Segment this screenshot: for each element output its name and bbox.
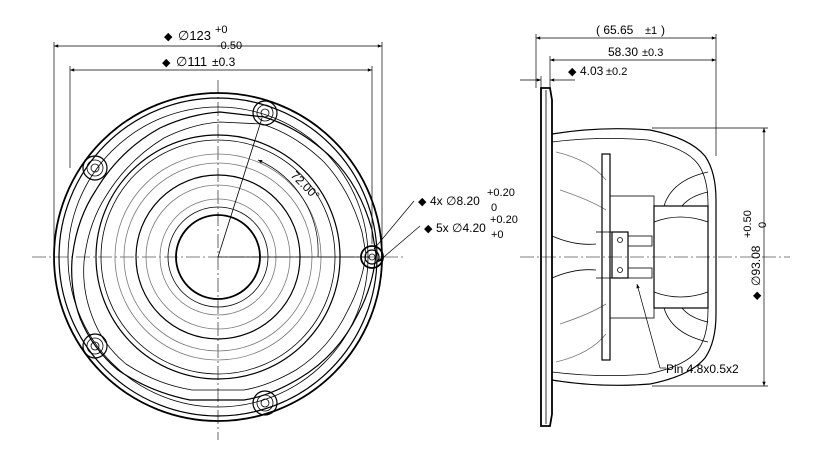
mount-holes-label: 4x ∅8.20 — [430, 194, 480, 208]
outer-diameter-symbol: ◆ — [164, 31, 173, 43]
overall-depth-tol: ±1 — [645, 25, 657, 37]
mount-hole-bottom-left — [82, 333, 108, 359]
small-holes-tol-lower: +0 — [491, 229, 504, 241]
mount-holes-tol-upper: +0.20 — [487, 187, 515, 199]
magnet-diameter-tol-lower: 0 — [757, 222, 769, 228]
mount-hole-top — [252, 100, 278, 126]
small-holes-label: 5x ∅4.20 — [436, 221, 486, 235]
hole-circle-symbol: ◆ — [162, 57, 171, 69]
small-holes-tol-upper: +0.20 — [490, 214, 518, 226]
hole-circle-tol: ±0.3 — [212, 55, 236, 69]
overall-depth-close: ) — [661, 23, 665, 37]
overall-depth-label: ( 65.65 — [596, 23, 634, 37]
outer-diameter-tol-lower: -0.50 — [217, 40, 242, 52]
flange-thickness-tol: ±0.2 — [606, 66, 627, 78]
magnet-diameter-tol-upper: +0.50 — [742, 210, 754, 238]
flange-thickness-symbol: ◆ — [568, 66, 577, 78]
outer-diameter-label: ∅123 — [178, 28, 211, 43]
magnet-diameter-symbol: ◆ — [751, 291, 763, 300]
side-view: ( 65.65 ±1 ) 58.30 ±0.3 ◆ 4.03 ±0.2 ◆ ∅9… — [520, 23, 790, 427]
front-view: 72.00° ◆ ∅123 +0 -0.50 ◆ ∅111 ±0.3 ◆ 4x … — [32, 24, 518, 440]
mount-holes-symbol: ◆ — [418, 196, 427, 208]
mount-hole-left — [82, 155, 108, 181]
outer-diameter-tol-upper: +0 — [215, 24, 228, 36]
flange-thickness-label: 4.03 — [580, 64, 604, 78]
small-holes-symbol: ◆ — [424, 223, 433, 235]
pin-label: Pin 4.8x0.5x2 — [666, 362, 739, 376]
magnet-diameter-label: ∅93.08 — [749, 245, 763, 286]
depth-to-flange-label: 58.30 — [608, 45, 638, 59]
mount-hole-bottom — [252, 390, 278, 416]
hole-circle-label: ∅111 — [176, 54, 207, 69]
depth-to-flange-tol: ±0.3 — [642, 47, 663, 59]
mount-holes-tol-lower: 0 — [491, 202, 497, 214]
